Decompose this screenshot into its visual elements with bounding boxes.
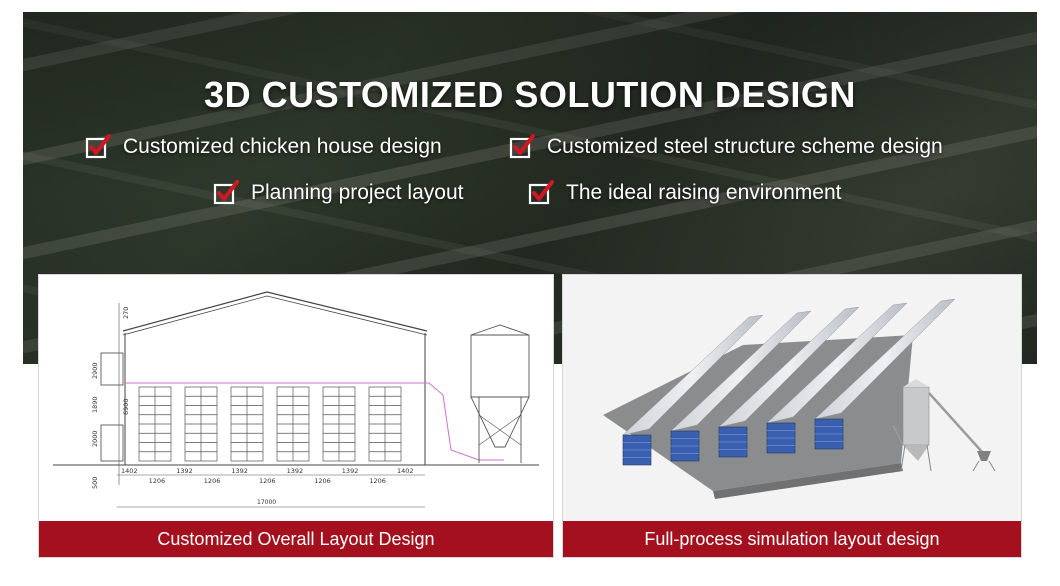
height-dim: 2000 xyxy=(91,430,99,447)
width-dim: 1402 xyxy=(397,467,414,475)
width-dim: 1402 xyxy=(121,467,138,475)
width-dim: 1392 xyxy=(342,467,359,475)
feature-item: Planning project layout xyxy=(213,180,463,206)
feature-label: Customized steel structure scheme design xyxy=(547,135,943,158)
width-dim: 1392 xyxy=(287,467,304,475)
simulation-render xyxy=(563,275,1021,521)
feature-label: Customized chicken house design xyxy=(123,135,442,158)
cage-row xyxy=(718,306,860,458)
width-dim: 1206 xyxy=(149,477,166,485)
checkbox-check-icon xyxy=(509,134,535,159)
height-dim: 1890 xyxy=(91,396,99,413)
cage-row xyxy=(622,314,764,466)
total-width-dim: 17000 xyxy=(257,499,276,506)
feature-label: The ideal raising environment xyxy=(566,181,842,204)
width-dim: 1392 xyxy=(231,467,248,475)
height-dim: 6900 xyxy=(122,398,130,415)
simulation-design-card: Full-process simulation layout design xyxy=(562,274,1022,558)
checkbox-check-icon xyxy=(213,180,239,205)
width-dim: 1392 xyxy=(176,467,193,475)
cage-row xyxy=(766,302,908,454)
width-dim: 1206 xyxy=(369,477,386,485)
width-dim: 1206 xyxy=(259,477,276,485)
feature-item: The ideal raising environment xyxy=(528,180,841,206)
left-caption: Customized Overall Layout Design xyxy=(39,521,553,557)
checkbox-check-icon xyxy=(528,180,554,205)
cage-row xyxy=(670,310,812,462)
feature-item: Customized chicken house design xyxy=(85,134,442,160)
width-dim: 1206 xyxy=(204,477,221,485)
cage-row xyxy=(814,298,956,450)
feature-label: Planning project layout xyxy=(251,181,464,204)
technical-drawing: 270 2900 1890 6900 2000 500 1402 1206 1392… xyxy=(39,275,553,521)
height-dim: 2900 xyxy=(91,362,99,379)
right-caption: Full-process simulation layout design xyxy=(563,521,1021,557)
hero-title: 3D CUSTOMIZED SOLUTION DESIGN xyxy=(204,74,856,115)
height-dim: 500 xyxy=(91,477,99,489)
feature-item: Customized steel structure scheme design xyxy=(509,134,943,160)
width-dim: 1206 xyxy=(314,477,331,485)
height-dim: 270 xyxy=(122,307,130,319)
layout-design-card: 270 2900 1890 6900 2000 500 1402 1206 1392… xyxy=(38,274,554,558)
checkbox-check-icon xyxy=(85,134,111,159)
